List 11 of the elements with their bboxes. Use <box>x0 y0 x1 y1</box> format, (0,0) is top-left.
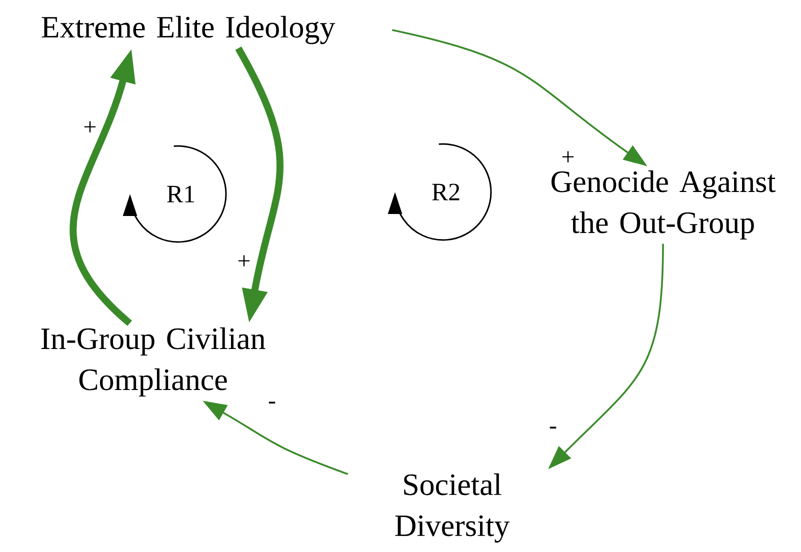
polarity-sign: - <box>268 402 276 404</box>
polarity-sign: - <box>550 426 556 429</box>
variable-label: In-Group Civilian Compliance <box>41 327 266 397</box>
polarity-sign: + <box>562 151 574 162</box>
polarity-sign: + <box>238 255 250 266</box>
loop-label: R1 <box>167 186 194 202</box>
variable-label: Genocide Against the Out-Group <box>552 170 776 240</box>
loop-label: R2 <box>432 184 460 200</box>
variable-label: Extreme Elite Ideology <box>42 16 336 44</box>
polarity-sign: + <box>84 121 96 132</box>
variable-label: Societal Diversity <box>395 473 510 543</box>
